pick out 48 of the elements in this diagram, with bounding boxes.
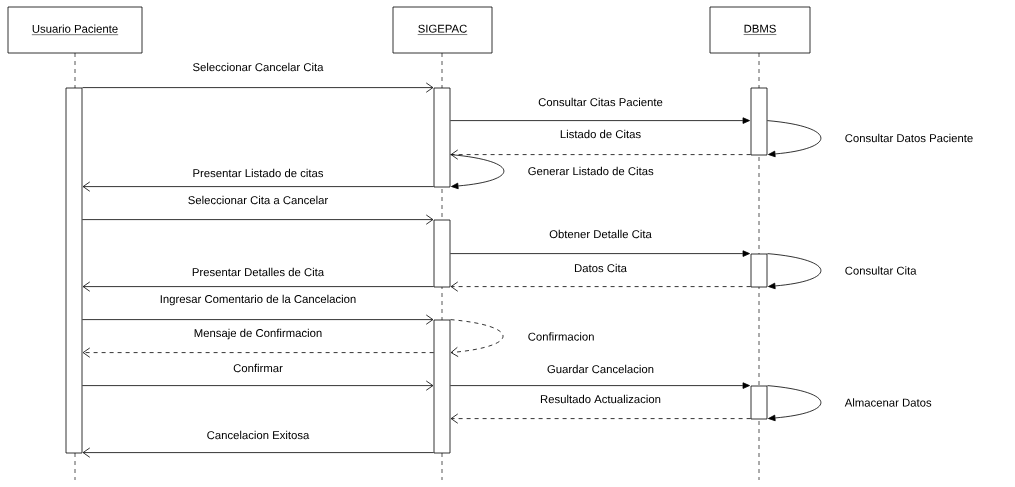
message-label: Confirmar [233,363,283,373]
message-label: Listado de Citas [560,129,641,139]
message-label: Ingresar Comentario de la Cancelacion [160,294,356,306]
message-label: Consultar Cita [845,266,917,275]
message-label: Cancelacion Exitosa [207,430,310,440]
message-label: Seleccionar Cancelar Cita [193,62,324,72]
message-arrow [450,413,751,424]
message-arrow [82,447,434,458]
message-arrow [767,253,822,290]
activation-bar [750,253,768,288]
message-label: Almacenar Datos [844,398,932,407]
activation-bar [433,319,451,454]
activation-bar [65,87,83,454]
message-arrow [82,347,434,358]
message-arrow [82,281,434,292]
message-arrow [450,149,751,160]
message-label: Consultar Citas Paciente [538,97,663,107]
message-arrow [450,250,750,257]
actor-box: SIGEPAC [392,6,493,54]
message-label: Guardar Cancelacion [547,364,654,374]
message-arrow [82,314,434,325]
activation-bar [433,219,451,288]
message-arrow [450,319,504,357]
message-arrow [82,380,434,391]
message-arrow [450,117,750,124]
message-arrow [767,120,822,158]
message-label: Seleccionar Cita a Cancelar [188,195,328,205]
message-arrow [82,181,434,192]
message-label: Mensaje de Confirmacion [194,328,322,340]
message-arrow [450,154,505,190]
actor-box: Usuario Paciente [7,6,143,54]
message-label: Consultar Datos Paciente [845,133,973,143]
message-label: Presentar Listado de citas [193,168,324,178]
message-label: Obtener Detalle Cita [549,229,652,239]
message-label: Datos Cita [574,263,627,273]
message-arrow [82,214,434,225]
activation-bar [750,87,768,156]
activation-bar [750,385,768,420]
message-label: Presentar Detalles de Cita [192,267,325,277]
message-arrow [82,82,434,93]
message-label: Resultado Actualizacion [540,394,661,404]
message-label: Confirmacion [528,332,594,341]
message-arrow [450,281,751,292]
message-arrow [767,385,822,422]
activation-bar [433,87,451,188]
message-arrow [450,382,750,389]
actor-box: DBMS [709,6,811,54]
message-label: Generar Listado de Citas [528,166,654,176]
